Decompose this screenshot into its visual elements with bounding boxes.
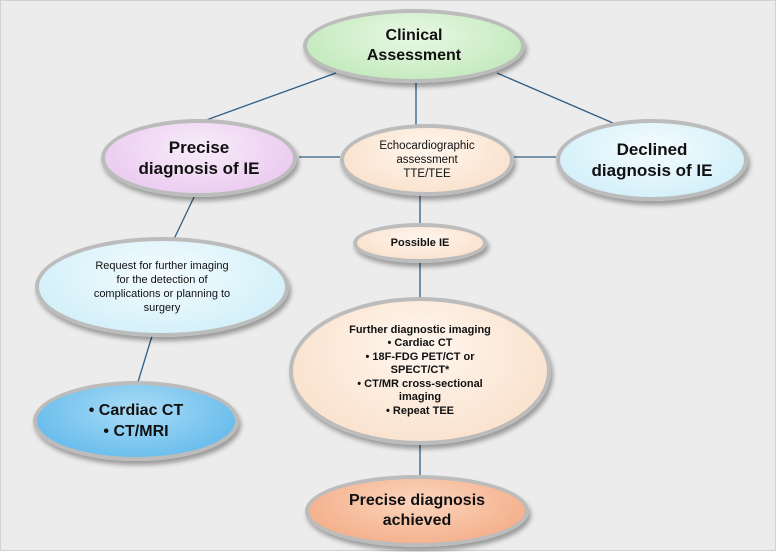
node-further-item-4: • CT/MR cross-sectional	[357, 377, 483, 390]
node-declined-line-2: diagnosis of IE	[591, 161, 713, 180]
node-precise-diagnosis-achieved: Precise diagnosis achieved	[305, 475, 529, 547]
node-precise-line-2: diagnosis of IE	[138, 159, 260, 178]
connector-request-to-cardiac	[137, 335, 153, 383]
node-echo-line-2: assessment	[396, 154, 458, 166]
node-declined-diagnosis: Declined diagnosis of IE	[556, 119, 748, 201]
node-further-title: Further diagnostic imaging	[349, 323, 491, 336]
connector-clinical-to-precise	[186, 72, 337, 128]
node-request-further-imaging: Request for further imaging for the dete…	[35, 237, 289, 337]
node-further-diagnostic-imaging: Further diagnostic imaging • Cardiac CT …	[289, 297, 551, 445]
node-clinical-line-1: Clinical	[385, 27, 443, 44]
node-cardiac-item-2: • CT/MRI	[103, 423, 169, 440]
node-clinical-assessment: Clinical Assessment	[303, 9, 525, 83]
node-echo-line-3: TTE/TEE	[403, 168, 451, 180]
node-further-item-1: • Cardiac CT	[387, 337, 453, 350]
node-declined-line-1: Declined	[616, 140, 688, 159]
node-possible-ie: Possible IE	[353, 223, 487, 263]
node-clinical-line-2: Assessment	[366, 47, 462, 64]
node-further-item-3: SPECT/CT*	[390, 364, 450, 377]
node-cardiac-ct-mri: • Cardiac CT • CT/MRI	[33, 381, 239, 461]
node-echocardiographic-assessment: Echocardiographic assessment TTE/TEE	[340, 124, 514, 196]
node-echo-line-1: Echocardiographic	[379, 140, 475, 152]
node-request-line-3: complications or planning to	[93, 288, 231, 300]
node-precise-line-1: Precise	[168, 138, 230, 157]
connector-precise-to-request	[173, 194, 196, 240]
node-achieved-line-2: achieved	[382, 512, 452, 529]
node-further-item-6: • Repeat TEE	[385, 404, 455, 417]
node-cardiac-item-1: • Cardiac CT	[88, 402, 184, 419]
node-request-line-1: Request for further imaging	[95, 260, 229, 272]
node-further-item-5: imaging	[398, 391, 442, 404]
node-precise-diagnosis: Precise diagnosis of IE	[101, 119, 297, 197]
connector-clinical-to-declined	[496, 72, 614, 124]
node-achieved-line-1: Precise diagnosis	[348, 492, 486, 509]
node-further-item-2: • 18F-FDG PET/CT or	[365, 350, 475, 363]
node-request-line-2: for the detection of	[116, 274, 208, 286]
node-possible-line-1: Possible IE	[390, 237, 450, 249]
node-request-line-4: surgery	[143, 302, 181, 314]
